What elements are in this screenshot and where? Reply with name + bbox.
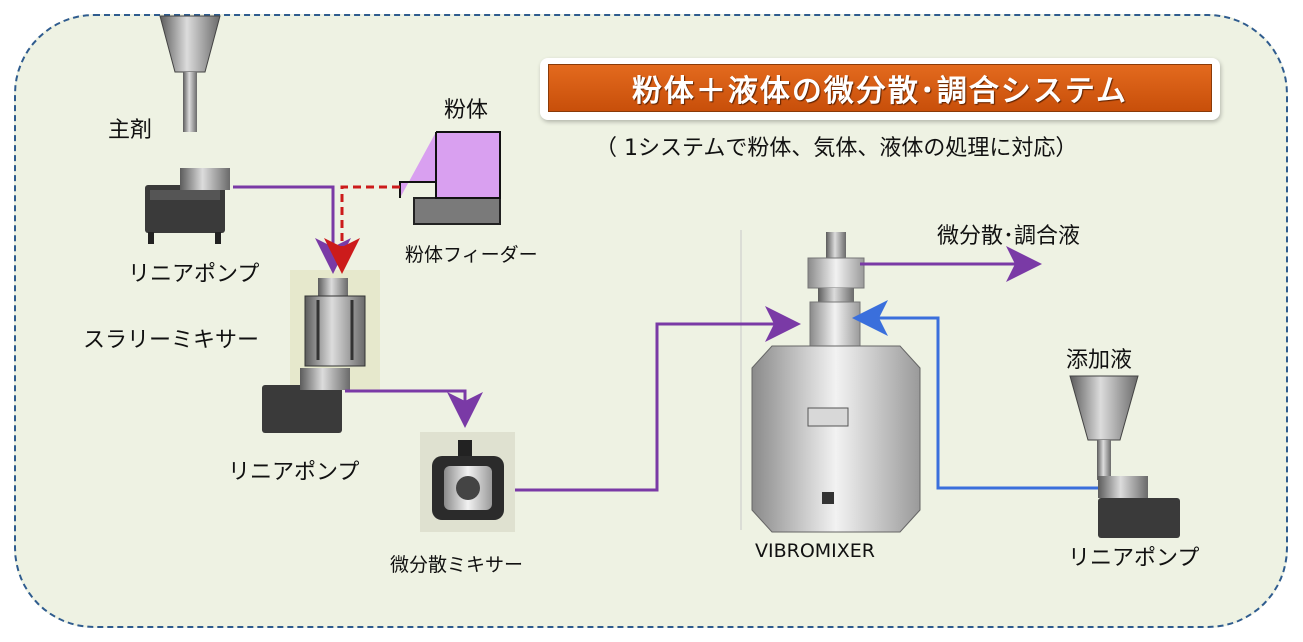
fine-mixer-label: 微分散ミキサー <box>390 554 524 576</box>
slurry-mixer-label: スラリーミキサー <box>83 328 260 353</box>
linear-pump-2-label: リニアポンプ <box>228 460 360 485</box>
slurry-flow-line <box>345 389 483 428</box>
title-banner: 粉体＋液体の微分散･調合システム <box>540 58 1220 120</box>
linear-pump-3-image <box>1069 375 1180 538</box>
diagram-title: 粉体＋液体の微分散･調合システム <box>548 64 1212 112</box>
powder-feeder-label: 粉体フィーダー <box>405 244 538 266</box>
fine-mixer-image <box>420 432 515 532</box>
linear-pump-1-image <box>145 15 230 244</box>
linear-pump-1-label: リニアポンプ <box>128 262 260 287</box>
output-label: 微分散･調合液 <box>937 224 1081 249</box>
powder-flow-line <box>324 185 400 274</box>
powder-feeder-image <box>399 131 501 225</box>
diagram-subtitle: （ 1システムで粉体、気体、液体の処理に対応） <box>595 136 1078 161</box>
vibromixer-image <box>740 230 921 533</box>
main-agent-label: 主剤 <box>108 118 153 143</box>
slurry-mixer-image <box>262 270 380 433</box>
powder-label: 粉体 <box>444 98 489 123</box>
vibromixer-label: VIBROMIXER <box>755 540 876 562</box>
additive-label: 添加液 <box>1066 348 1133 373</box>
additive-flow-line <box>852 300 1098 490</box>
linear-pump-3-label: リニアポンプ <box>1068 546 1200 571</box>
mixer-to-vibromixer-line <box>515 306 801 492</box>
